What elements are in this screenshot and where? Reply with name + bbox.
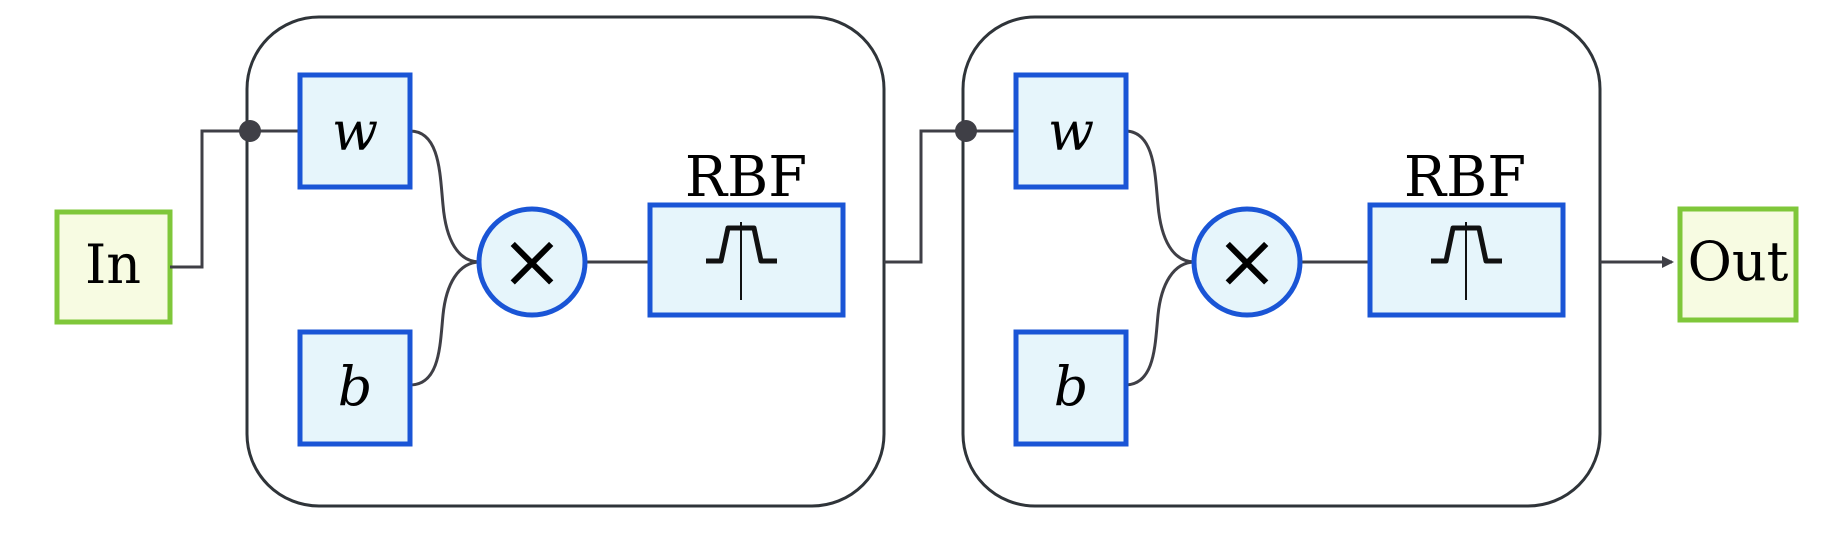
layer-2-bias-node: b <box>1013 329 1129 447</box>
connector-in-to-layer-1 <box>170 129 300 269</box>
input-node: In <box>54 209 173 325</box>
layer-2: w b × RBF <box>955 15 1602 508</box>
layer-2-rbf-icon <box>1431 222 1502 300</box>
layer-2-activation-title: RBF <box>1404 145 1526 210</box>
layer-1: w b × RBF <box>239 15 886 508</box>
layer-1-multiply-node: × <box>476 206 588 318</box>
layer-1-weight-wire <box>409 129 481 264</box>
layer-2-weight-label: w <box>1048 100 1094 163</box>
layer-1-rbf-node <box>647 202 846 318</box>
layer-1-junction-dot <box>239 120 261 142</box>
layer-2-bias-label: b <box>1054 355 1089 418</box>
layer-1-activation-title: RBF <box>685 145 807 210</box>
connector-layer-1-to-layer-2 <box>884 129 1015 264</box>
layer-2-multiply-icon: × <box>1215 216 1279 305</box>
layer-2-weight-node: w <box>1013 72 1129 190</box>
layer-1-weight-node: w <box>297 72 413 190</box>
layer-2-rbf-node <box>1367 202 1566 318</box>
layer-1-bias-node: b <box>297 329 413 447</box>
input-label: In <box>85 233 141 296</box>
layer-1-bias-wire <box>409 260 481 387</box>
layer-2-bias-wire <box>1124 260 1196 387</box>
layer-1-bias-label: b <box>338 355 373 418</box>
layer-2-multiply-node: × <box>1191 206 1303 318</box>
output-label: Out <box>1688 230 1789 293</box>
output-node: Out <box>1677 206 1799 323</box>
layer-1-rbf-icon <box>706 222 777 300</box>
layer-1-multiply-icon: × <box>500 216 564 305</box>
layer-2-junction-dot <box>955 120 977 142</box>
layer-2-weight-wire <box>1124 129 1196 264</box>
layer-1-weight-label: w <box>332 100 378 163</box>
